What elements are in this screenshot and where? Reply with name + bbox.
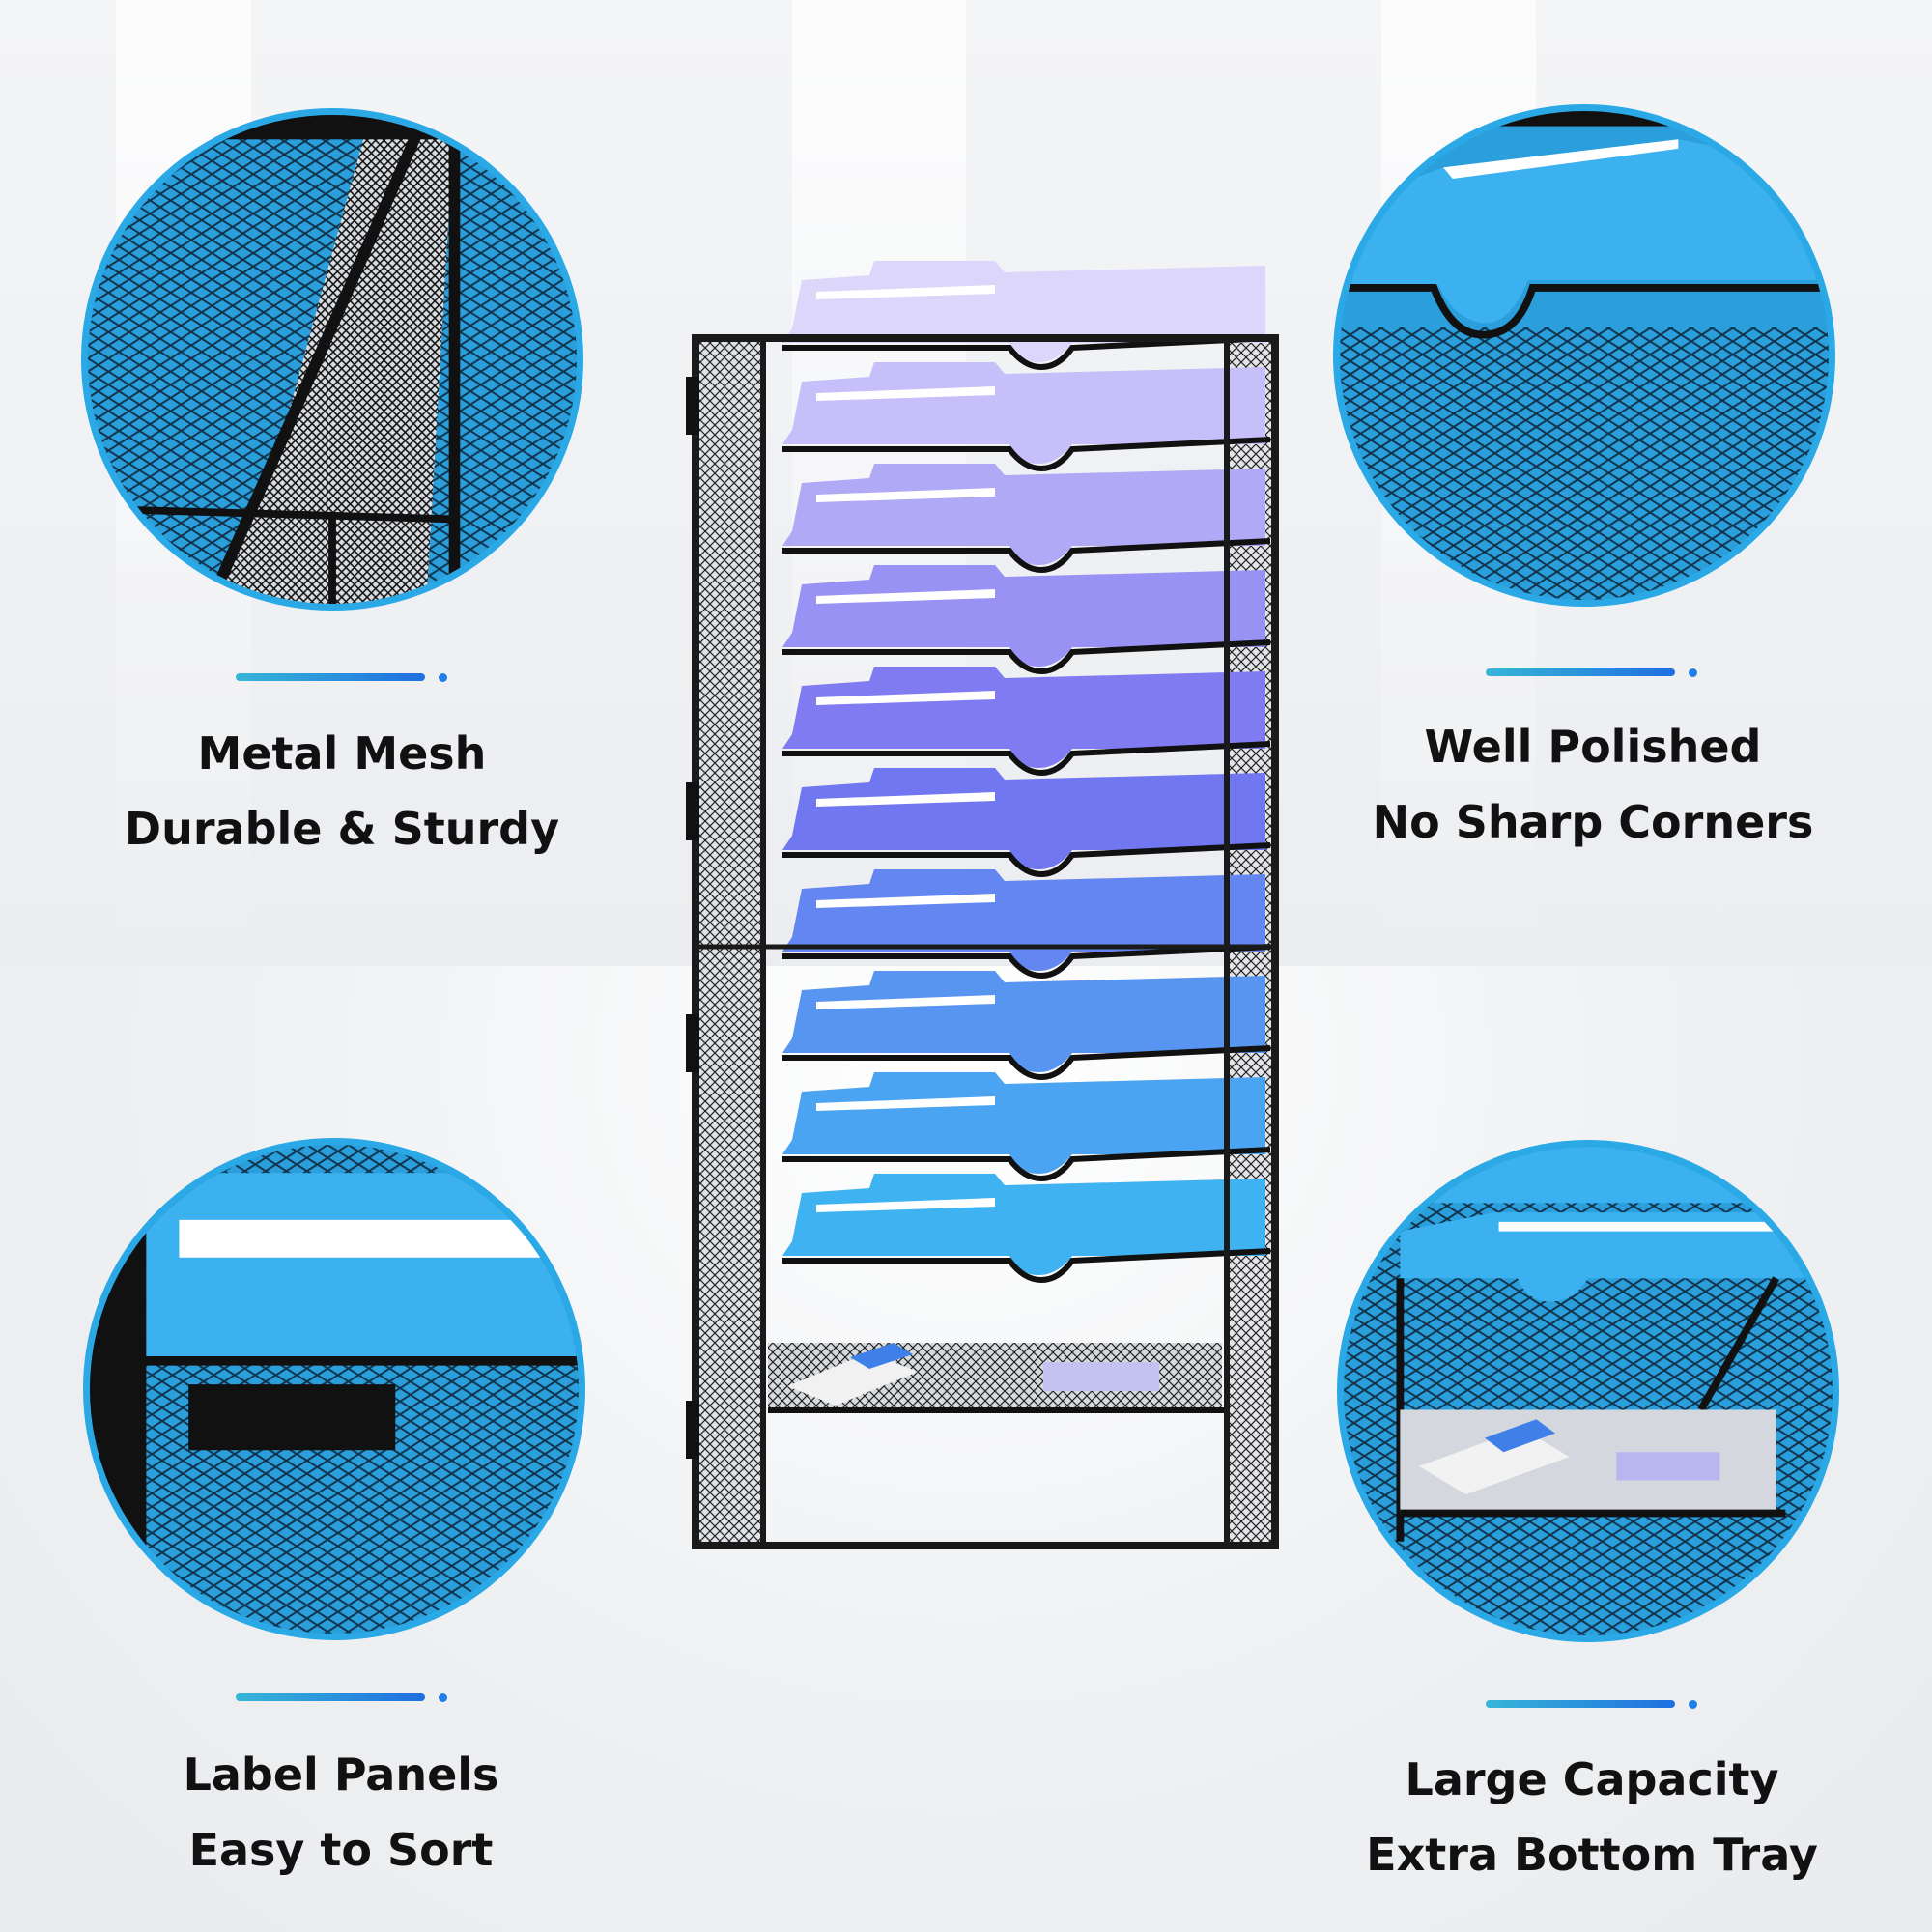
feature-title: Metal Mesh	[197, 727, 487, 780]
wall-hook	[686, 1014, 699, 1072]
feature-caption: Large Capacity Extra Bottom Tray	[1302, 1742, 1882, 1892]
label-panel-closeup-image	[83, 1138, 585, 1640]
folder-highlight	[816, 1198, 995, 1212]
wall-hook	[686, 1401, 699, 1459]
folder-highlight	[816, 488, 995, 502]
shelf-lip	[782, 741, 1271, 777]
wall-file-organizer-image	[676, 242, 1294, 1594]
file-folder	[782, 768, 1265, 869]
folder-edge-closeup-image	[1333, 104, 1835, 607]
folder-highlight	[816, 894, 995, 908]
feature-caption: Well Polished No Sharp Corners	[1303, 709, 1883, 860]
file-folder	[782, 971, 1265, 1072]
side-panel-mesh	[696, 338, 763, 1546]
file-folder	[782, 464, 1265, 565]
shelf-lip	[782, 1147, 1271, 1182]
shelf-lip	[782, 639, 1271, 675]
folder-highlight	[816, 792, 995, 807]
stapler-top	[850, 1343, 913, 1369]
shelf-lip	[782, 842, 1271, 878]
folder-highlight	[816, 386, 995, 401]
feature-subtitle: Easy to Sort	[188, 1824, 494, 1876]
feature-title: Large Capacity	[1405, 1753, 1779, 1805]
feature-title: Well Polished	[1424, 721, 1762, 773]
wall-hook	[686, 377, 699, 435]
shelf-lip	[782, 538, 1271, 574]
mesh-closeup-image	[81, 108, 583, 611]
shelf-lip	[782, 335, 1271, 371]
file-folder	[782, 362, 1265, 464]
feature-caption: Metal Mesh Durable & Sturdy	[52, 716, 632, 867]
shelf-lip	[782, 1248, 1271, 1284]
bottom-tray-closeup-image	[1337, 1140, 1839, 1642]
shelf-lip	[782, 437, 1271, 472]
feature-subtitle: No Sharp Corners	[1372, 796, 1814, 848]
stapler	[787, 1352, 918, 1406]
folder-highlight	[816, 691, 995, 705]
file-folder	[782, 667, 1265, 768]
feature-title: Label Panels	[183, 1748, 499, 1801]
shelf-lip	[782, 944, 1271, 980]
organizer-frame	[692, 334, 1279, 1549]
shelf-lip	[782, 1045, 1271, 1081]
feature-caption: Label Panels Easy to Sort	[51, 1737, 631, 1888]
file-folder	[782, 1072, 1265, 1174]
file-folder	[782, 565, 1265, 667]
feature-subtitle: Durable & Sturdy	[124, 803, 560, 855]
file-folder	[782, 1174, 1265, 1275]
wall-hook	[686, 782, 699, 840]
folder-highlight	[816, 285, 995, 299]
feature-subtitle: Extra Bottom Tray	[1366, 1829, 1818, 1881]
sticky-notes	[1043, 1362, 1159, 1391]
folder-highlight	[816, 589, 995, 604]
folder-highlight	[816, 995, 995, 1009]
folder-highlight	[816, 1096, 995, 1111]
